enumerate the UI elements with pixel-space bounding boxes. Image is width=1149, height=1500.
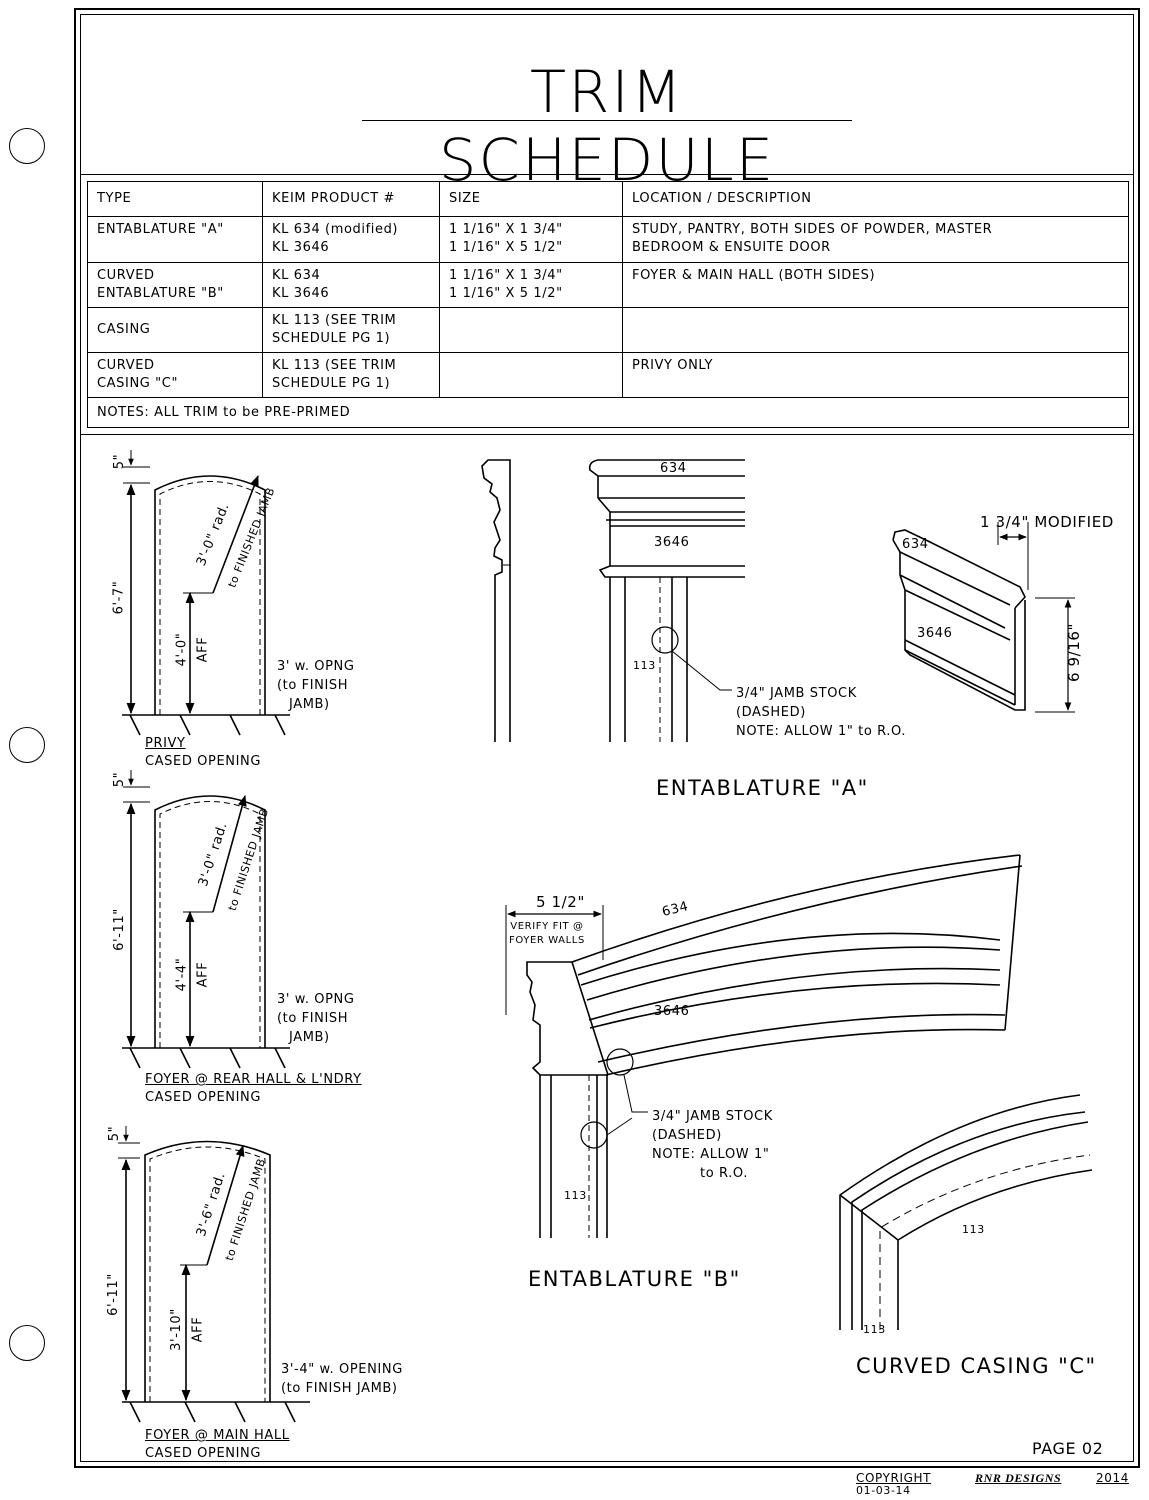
ent-b-jamb-note: 3/4" JAMB STOCK(DASHED)NOTE: ALLOW 1"to … <box>652 1109 773 1181</box>
opening-rear-hall-drawing <box>122 770 290 1069</box>
ent-b-verify-note: VERIFY FIT @FOYER WALLS <box>509 921 585 946</box>
title-underline <box>362 120 852 121</box>
ent-b-width-dim: 5 1/2" <box>536 893 585 911</box>
opening-3-height-dim: 6'-11" <box>105 1273 121 1316</box>
page-number: PAGE 02 <box>1032 1439 1104 1458</box>
opening-1-height-dim: 6'-7" <box>111 580 127 615</box>
ent-a-634-label: 634 <box>660 461 687 476</box>
sheet-border-outer <box>74 8 1140 1468</box>
opening-1-name: PRIVY <box>145 736 186 751</box>
ent-a-iso-634-label: 634 <box>902 537 929 552</box>
sheet-border-inner <box>80 14 1134 1462</box>
table-separator <box>80 434 1134 435</box>
casing-c-113-label-a: 113 <box>962 1223 985 1236</box>
cell-location <box>622 307 1129 353</box>
footer-year: 2014 <box>1096 1471 1129 1485</box>
opening-1-subtitle: CASED OPENING <box>145 754 262 769</box>
header-type: TYPE <box>87 181 263 217</box>
opening-3-subtitle: CASED OPENING <box>145 1446 262 1461</box>
header-size: SIZE <box>439 181 623 217</box>
title-separator <box>80 174 1134 175</box>
opening-privy-drawing <box>122 450 290 736</box>
cell-size: 1 1/16" X 1 3/4"1 1/16" X 5 1/2" <box>439 262 623 308</box>
ent-a-iso-3646-label: 3646 <box>917 626 953 641</box>
opening-1-aff: 4'-0" <box>174 632 190 667</box>
cell-size: 1 1/16" X 1 3/4"1 1/16" X 5 1/2" <box>439 216 623 263</box>
opening-main-hall-drawing <box>118 1126 310 1423</box>
entablature-a-elevation <box>588 459 745 742</box>
cell-size <box>439 307 623 353</box>
ent-a-title: ENTABLATURE "A" <box>656 776 869 800</box>
opening-1-aff-label: AFF <box>195 636 211 663</box>
opening-2-subtitle: CASED OPENING <box>145 1090 262 1105</box>
opening-3-width: 3'-4" w. OPENING(to FINISH JAMB) <box>281 1362 403 1396</box>
binder-hole-middle <box>9 727 45 763</box>
cell-product: KL 634 (modified)KL 3646 <box>262 216 440 263</box>
opening-1-top-dim: 5" <box>112 453 128 470</box>
opening-2-height-dim: 6'-11" <box>111 908 127 951</box>
binder-hole-top <box>9 128 45 164</box>
casing-c-113-label-b: 113 <box>863 1323 886 1336</box>
trim-schedule-table: TYPE KEIM PRODUCT # SIZE LOCATION / DESC… <box>87 181 1129 428</box>
ent-a-113-label: 113 <box>633 659 656 672</box>
entablature-a-isometric <box>892 522 1075 713</box>
opening-2-name: FOYER @ REAR HALL & L'NDRY <box>145 1072 362 1087</box>
ent-a-jamb-note: 3/4" JAMB STOCK(DASHED)NOTE: ALLOW 1" to… <box>736 686 907 739</box>
ent-b-113-label: 113 <box>564 1189 587 1202</box>
ent-a-height-dim: 6 9/16" <box>1065 622 1084 683</box>
ent-a-3646-label: 3646 <box>654 535 690 550</box>
entablature-a-profile <box>481 459 511 742</box>
footer-copyright: COPYRIGHT <box>856 1471 932 1485</box>
opening-3-name: FOYER @ MAIN HALL <box>145 1428 290 1443</box>
cell-type: ENTABLATURE "A" <box>87 216 263 263</box>
ent-b-3646-label: 3646 <box>654 1004 690 1019</box>
cell-location: FOYER & MAIN HALL (BOTH SIDES) <box>622 262 1129 308</box>
cell-type: CASING <box>87 307 263 353</box>
notes-cell: NOTES: ALL TRIM to be PRE-PRIMED <box>87 397 1129 428</box>
table-notes-row: NOTES: ALL TRIM to be PRE-PRIMED <box>87 397 1129 428</box>
curved-casing-drawing <box>839 1094 1093 1330</box>
binder-hole-bottom <box>9 1325 45 1361</box>
opening-2-top-dim: 5" <box>112 771 128 788</box>
ent-a-modified-dim: 1 3/4" MODIFIED <box>980 513 1114 531</box>
opening-3-top-dim: 5" <box>107 1125 123 1142</box>
footer-firm: RNR DESIGNS <box>975 1471 1062 1485</box>
opening-2-aff-label: AFF <box>195 961 211 988</box>
table-row: ENTABLATURE "A" KL 634 (modified)KL 3646… <box>87 216 1129 263</box>
footer-date: 01-03-14 <box>856 1484 911 1497</box>
entablature-b-drawing <box>505 854 1023 1238</box>
opening-3-aff: 3'-10" <box>168 1308 184 1351</box>
ent-b-title: ENTABLATURE "B" <box>528 1267 741 1291</box>
header-product: KEIM PRODUCT # <box>262 181 440 217</box>
opening-3-aff-label: AFF <box>190 1316 206 1343</box>
opening-2-aff: 4'-4" <box>174 957 190 992</box>
table-header-row: TYPE KEIM PRODUCT # SIZE LOCATION / DESC… <box>87 181 1129 217</box>
casing-c-title: CURVED CASING "C" <box>856 1354 1097 1378</box>
